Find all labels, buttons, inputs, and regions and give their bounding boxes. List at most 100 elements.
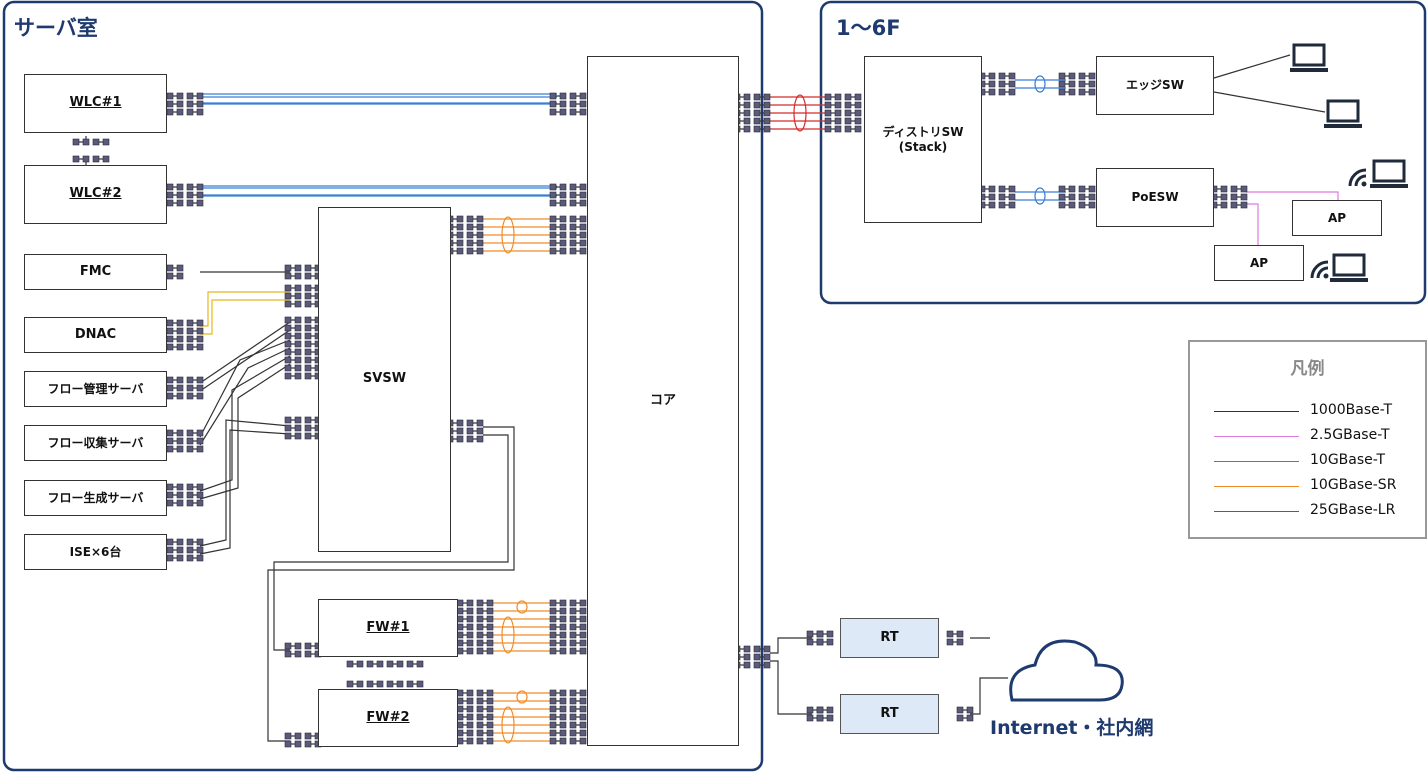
port-icon xyxy=(569,697,577,705)
link-line xyxy=(1213,54,1291,79)
laptop-icon xyxy=(1330,253,1368,282)
router1-box[interactable]: RT xyxy=(840,618,939,658)
port-icon xyxy=(196,199,204,207)
port-icon xyxy=(549,721,557,729)
port-icon xyxy=(294,650,302,658)
port-icon xyxy=(559,191,567,199)
ap2-box[interactable]: AP xyxy=(1214,245,1304,281)
port-icon xyxy=(186,335,194,343)
port-icon xyxy=(988,201,996,209)
port-icon xyxy=(476,697,484,705)
port-icon xyxy=(1008,80,1016,88)
flow-gen-box[interactable]: フロー生成サーバ xyxy=(24,480,167,516)
port-icon xyxy=(176,384,184,392)
edge-switch-box[interactable]: エッジSW xyxy=(1096,56,1214,115)
port-icon xyxy=(176,335,184,343)
port-icon xyxy=(549,705,557,713)
link-aggregation-ring xyxy=(1034,75,1046,93)
port-icon xyxy=(166,483,174,491)
port-icon xyxy=(549,697,557,705)
wlc2-box[interactable]: WLC#2 xyxy=(24,165,167,224)
port-icon xyxy=(569,631,577,639)
port-icon xyxy=(284,316,292,324)
legend-label-25gbase-lr: 25GBase-LR xyxy=(1310,502,1396,518)
port-icon xyxy=(753,93,761,101)
ise-box[interactable]: ISE×6台 xyxy=(24,534,167,570)
port-icon xyxy=(753,117,761,125)
port-icon xyxy=(186,191,194,199)
fw2-label: FW#2 xyxy=(366,709,410,725)
link-line xyxy=(200,291,290,327)
link-aggregation-ring xyxy=(516,690,528,704)
flow-mgmt-box[interactable]: フロー管理サーバ xyxy=(24,371,167,407)
port-icon xyxy=(186,199,194,207)
port-icon xyxy=(753,661,761,669)
port-icon xyxy=(284,364,292,372)
port-icon xyxy=(1058,193,1066,201)
port-icon xyxy=(466,705,474,713)
port-icon xyxy=(1078,201,1086,209)
core-box[interactable]: コア xyxy=(587,56,739,746)
port-icon xyxy=(166,437,174,445)
port-icon xyxy=(466,713,474,721)
distribution-switch-box[interactable]: ディストリSW(Stack) xyxy=(864,56,982,223)
svsw-box[interactable]: SVSW xyxy=(318,207,451,552)
port-icon xyxy=(294,340,302,348)
port-icon xyxy=(166,429,174,437)
router2-box[interactable]: RT xyxy=(840,694,939,734)
port-icon xyxy=(456,215,464,223)
port-icon xyxy=(186,554,194,562)
port-icon xyxy=(176,538,184,546)
legend-label-10gbase-sr: 10GBase-SR xyxy=(1310,477,1397,493)
port-icon xyxy=(559,247,567,255)
fmc-box[interactable]: FMC xyxy=(24,254,167,290)
port-icon xyxy=(356,660,364,668)
port-icon xyxy=(569,607,577,615)
fw2-box[interactable]: FW#2 xyxy=(318,689,458,747)
port-icon xyxy=(579,705,587,713)
port-icon xyxy=(196,319,204,327)
port-icon xyxy=(834,117,842,125)
rt1-label: RT xyxy=(880,629,899,645)
port-icon xyxy=(569,599,577,607)
port-icon xyxy=(486,689,494,697)
port-icon xyxy=(186,384,194,392)
dist-label: ディストリSW xyxy=(882,124,964,139)
port-icon xyxy=(102,138,110,146)
wlc1-box[interactable]: WLC#1 xyxy=(24,74,167,133)
port-icon xyxy=(196,392,204,400)
port-icon xyxy=(196,327,204,335)
fw1-label: FW#1 xyxy=(366,619,410,635)
port-icon xyxy=(166,546,174,554)
port-icon xyxy=(834,93,842,101)
port-icon xyxy=(476,599,484,607)
port-icon xyxy=(816,714,824,722)
link-line xyxy=(273,434,509,651)
port-icon xyxy=(1008,193,1016,201)
port-icon xyxy=(1078,193,1086,201)
port-icon xyxy=(476,247,484,255)
legend-line-10gbase-sr xyxy=(1214,486,1299,487)
dnac-box[interactable]: DNAC xyxy=(24,317,167,353)
port-icon xyxy=(966,714,974,722)
port-icon xyxy=(294,432,302,440)
port-icon xyxy=(1230,185,1238,193)
port-icon xyxy=(743,645,751,653)
port-icon xyxy=(579,721,587,729)
flow-collect-box[interactable]: フロー収集サーバ xyxy=(24,425,167,461)
port-icon xyxy=(304,416,312,424)
legend-item: 25GBase-LR xyxy=(1214,502,1424,522)
link-line xyxy=(970,677,1008,715)
port-icon xyxy=(826,630,834,638)
port-icon xyxy=(196,92,204,100)
port-icon xyxy=(824,101,832,109)
port-icon xyxy=(294,316,302,324)
port-icon xyxy=(294,364,302,372)
port-icon xyxy=(1058,88,1066,96)
fw1-box[interactable]: FW#1 xyxy=(318,599,458,657)
port-icon xyxy=(559,705,567,713)
poe-switch-box[interactable]: PoESW xyxy=(1096,168,1214,227)
ap1-box[interactable]: AP xyxy=(1292,200,1382,236)
port-icon xyxy=(549,599,557,607)
legend-item: 2.5GBase-T xyxy=(1214,427,1424,447)
